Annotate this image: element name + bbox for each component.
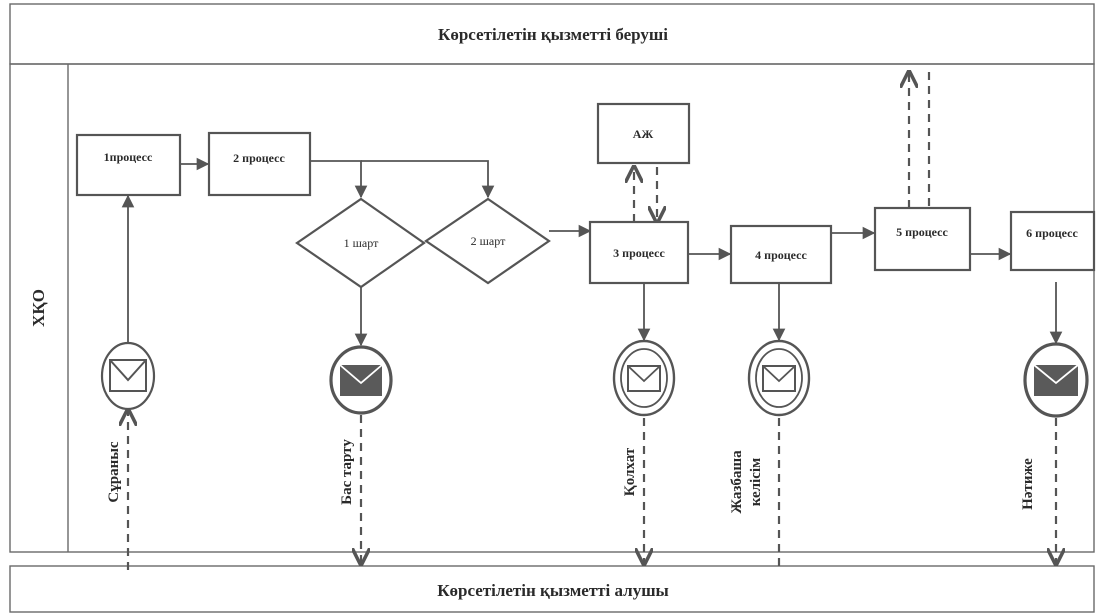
receipt-message-event-icon bbox=[612, 339, 676, 417]
process-3-box: 3 процесс bbox=[588, 220, 690, 285]
process-5-box: 5 процесс bbox=[873, 206, 972, 272]
consent-label-line1: Жазбаша bbox=[729, 450, 745, 514]
process-1-label: 1процесс bbox=[104, 150, 153, 164]
result-message-event-icon bbox=[1023, 342, 1089, 418]
refusal-label: Бас тарту bbox=[339, 439, 355, 505]
condition-2-label: 2 шарт bbox=[471, 234, 506, 248]
receipt-label: Қолхат bbox=[622, 447, 638, 496]
recipient-footer-frame bbox=[9, 565, 1095, 613]
xko-lane-frame bbox=[9, 63, 1095, 553]
flow-p2-to-c1 bbox=[311, 160, 368, 199]
process-3-label: 3 процесс bbox=[613, 246, 665, 260]
process-2-box: 2 процесс bbox=[207, 131, 312, 197]
consent-label-line2: келісім bbox=[748, 458, 764, 507]
provider-lane-title: Көрсетілетін қызметті беруші bbox=[438, 25, 668, 44]
request-label: Сұраныс bbox=[106, 441, 122, 503]
process-2-label: 2 процесс bbox=[233, 151, 285, 165]
condition-1-diamond: 1 шарт bbox=[295, 197, 426, 289]
process-4-label: 4 процесс bbox=[755, 248, 807, 262]
refusal-message-event-icon bbox=[329, 345, 393, 415]
result-label: Нәтиже bbox=[1020, 458, 1036, 510]
aj-system-box: АЖ bbox=[596, 102, 691, 165]
condition-1-label: 1 шарт bbox=[344, 236, 379, 250]
xko-lane-label: ХҚО bbox=[29, 289, 48, 327]
process-5-label: 5 процесс bbox=[896, 225, 948, 239]
consent-message-event-icon bbox=[747, 339, 811, 417]
process-4-box: 4 процесс bbox=[729, 224, 833, 285]
process-1-box: 1процесс bbox=[75, 133, 182, 197]
condition-2-diamond: 2 шарт bbox=[424, 197, 551, 285]
aj-system-label: АЖ bbox=[633, 127, 654, 141]
request-message-event-icon bbox=[100, 341, 156, 411]
process-6-label: 6 процесс bbox=[1026, 226, 1078, 240]
process-6-box: 6 процесс bbox=[1009, 210, 1096, 272]
recipient-lane-title: Көрсетілетін қызметті алушы bbox=[437, 581, 669, 600]
flow-p2-to-c2 bbox=[361, 160, 495, 199]
